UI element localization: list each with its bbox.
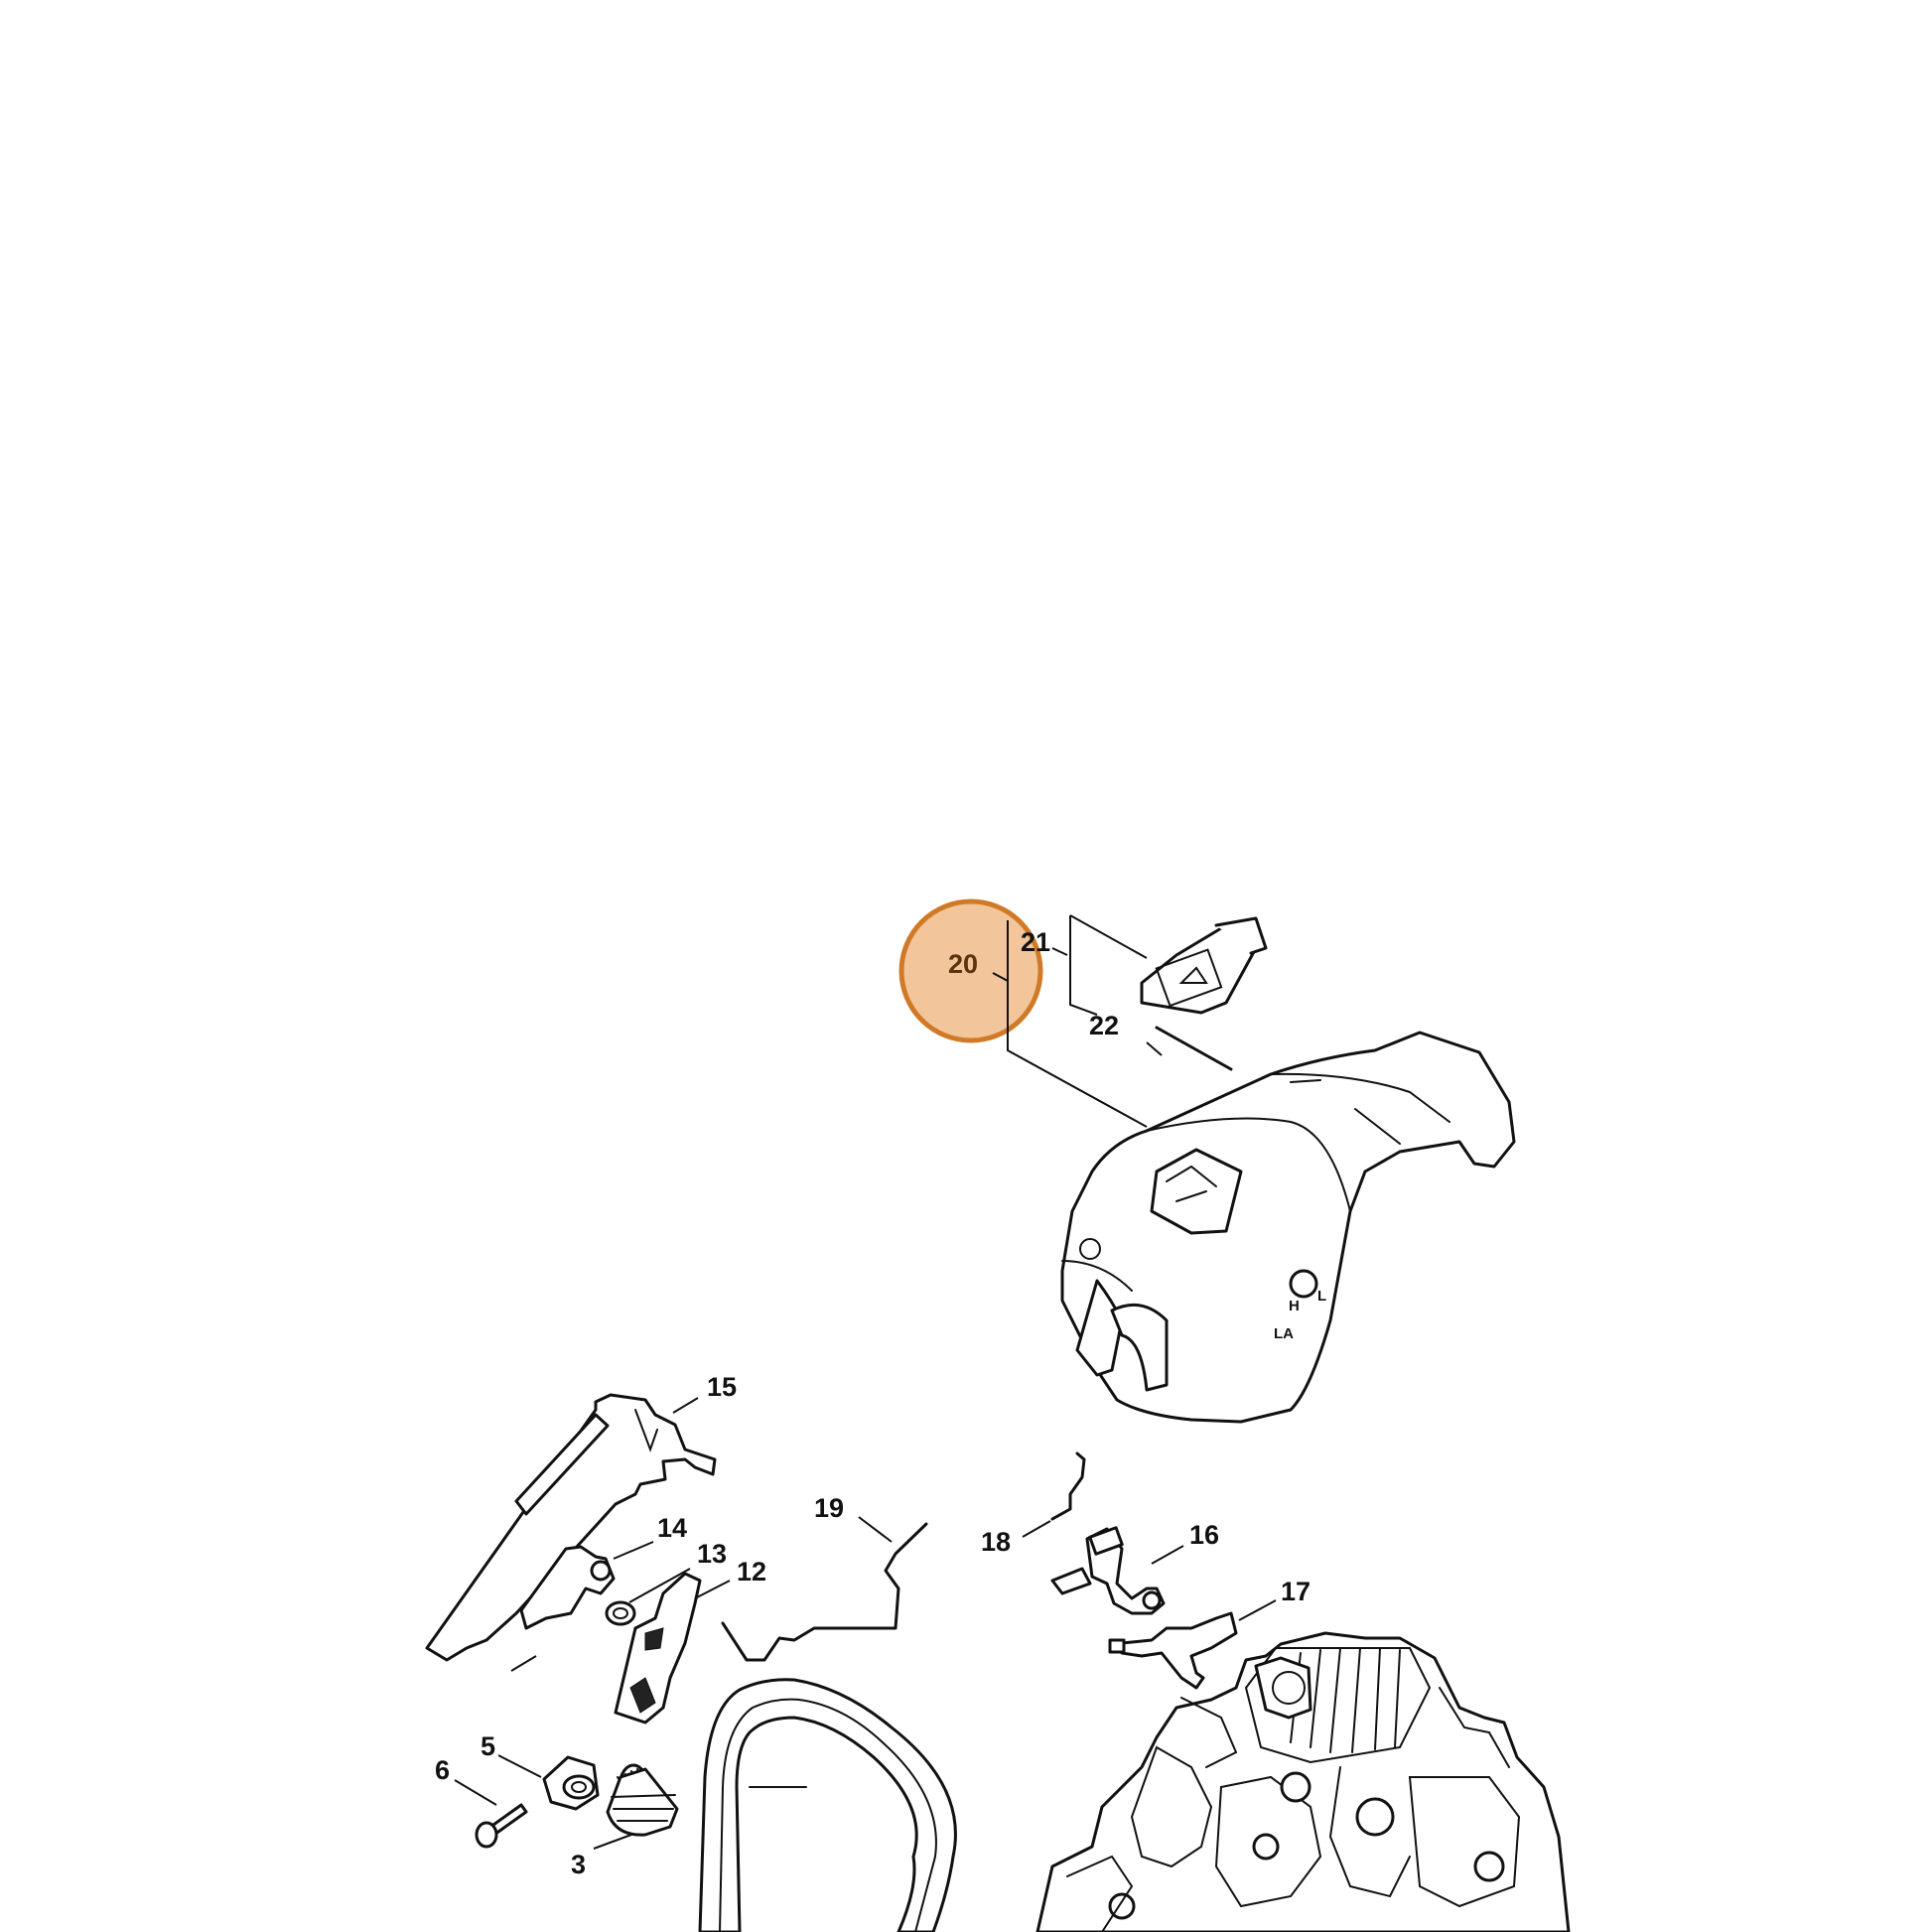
callout-3[interactable]: 3 [571, 1850, 586, 1879]
leader-20 [1007, 920, 1148, 1128]
choke-shaft [1050, 1526, 1166, 1615]
cover-lock [1140, 916, 1268, 1015]
callout-13[interactable]: 13 [697, 1539, 727, 1569]
torsion-spring [605, 1600, 636, 1626]
callout-18[interactable]: 18 [981, 1527, 1011, 1557]
callout-20[interactable]: 20 [948, 949, 978, 979]
trigger-interlock [519, 1545, 616, 1630]
callout-19[interactable]: 19 [814, 1493, 844, 1523]
throttle-rod [721, 1522, 928, 1662]
leader-14 [613, 1541, 654, 1560]
leader-15 [672, 1397, 699, 1414]
leader-16 [1151, 1545, 1184, 1565]
handle-moulding [425, 1393, 717, 1662]
callout-16[interactable]: 16 [1189, 1520, 1219, 1550]
screw [475, 1803, 528, 1849]
callout-14[interactable]: 14 [657, 1513, 687, 1543]
leader-22 [1146, 1041, 1163, 1056]
choke-rod [1050, 1451, 1086, 1521]
engine-assembly [1035, 1631, 1571, 1932]
av-spring [606, 1763, 679, 1837]
marking-la: LA [1274, 1325, 1294, 1342]
leader-3 [593, 1834, 632, 1850]
marking-l: L [1317, 1288, 1326, 1305]
callout-22[interactable]: 22 [1089, 1011, 1119, 1040]
leader-18 [1022, 1520, 1051, 1538]
leader-12 [694, 1580, 731, 1599]
highlight-marker[interactable] [898, 898, 1043, 1043]
pin [1155, 1026, 1233, 1071]
callout-21[interactable]: 21 [1021, 927, 1050, 957]
leader-21 [1069, 915, 1098, 1016]
callout-17[interactable]: 17 [1281, 1577, 1311, 1606]
leader-13 [628, 1568, 691, 1603]
callout-6[interactable]: 6 [435, 1755, 450, 1785]
callout-15[interactable]: 15 [707, 1372, 737, 1402]
annular-buffer [542, 1755, 600, 1811]
top-cover: H L LA [1060, 1031, 1516, 1424]
callout-12[interactable]: 12 [737, 1557, 766, 1587]
throttle-trigger [614, 1572, 702, 1725]
setting-lever [1108, 1611, 1238, 1690]
callout-5[interactable]: 5 [481, 1731, 495, 1761]
leader-19 [858, 1516, 893, 1543]
leader-5 [497, 1754, 542, 1778]
marking-h: H [1289, 1298, 1300, 1314]
leader-17 [1238, 1599, 1277, 1621]
handlebar [698, 1678, 957, 1932]
leader-6 [454, 1779, 497, 1806]
